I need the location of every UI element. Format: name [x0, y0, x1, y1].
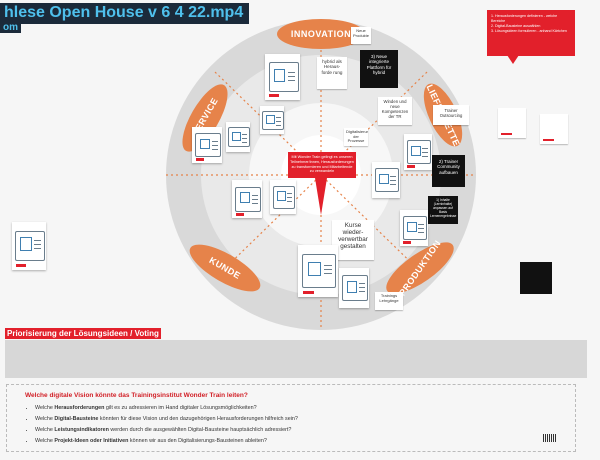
- note-trainer-outsourcing[interactable]: Trainer Outsourcing: [433, 105, 469, 125]
- note-hybrid-herausforderung[interactable]: hybrid als Heraus-forde rung: [317, 57, 347, 89]
- diagram-icon: [342, 275, 368, 302]
- tag-icon: [16, 264, 26, 268]
- diagram-icon: [195, 133, 221, 158]
- center-vision-note[interactable]: Mit Wonder Train gelingt es unseren Teil…: [288, 152, 356, 178]
- tag-icon: [302, 290, 314, 294]
- note-trainings[interactable]: Trainings Lehrgänge: [375, 292, 403, 310]
- card-thumbnail[interactable]: [372, 162, 400, 198]
- note-kurse[interactable]: Kurse wieder-verwertbar gestalten: [332, 220, 374, 260]
- brand-logo-icon: [543, 434, 557, 442]
- diagram-icon: [272, 186, 296, 209]
- note-trainer-community[interactable]: 2) Trainer Community aufbauen: [432, 155, 465, 187]
- diagram-icon: [15, 230, 45, 262]
- questions-box: Welche digitale Vision könnte das Traini…: [6, 384, 576, 452]
- tag-icon: [195, 157, 204, 161]
- section-banner: Priorisierung der Lösungsideen / Voting: [5, 328, 161, 339]
- question-item: Welche Herausforderungen gilt es zu adre…: [35, 403, 298, 414]
- questions-title: Welche digitale Vision könnte das Traini…: [25, 392, 248, 399]
- diagram-icon: [268, 62, 299, 92]
- diagram-icon: [228, 127, 250, 148]
- note-plattform-hybrid[interactable]: 3) Neue integrierte Plattform für hybrid: [360, 50, 398, 88]
- card-thumbnail[interactable]: [226, 122, 250, 152]
- note-inhalte[interactable]: 1) Inhalte (Lerninhalte) anpassen auf Ba…: [428, 196, 458, 224]
- tag-icon: [235, 212, 244, 216]
- card-thumbnail[interactable]: [232, 180, 262, 218]
- instruction-line: 1. Herausforderungen definieren - welche…: [491, 14, 558, 23]
- voting-area[interactable]: [5, 340, 587, 378]
- sector-innovation: INNOVATION: [290, 29, 352, 39]
- diagram-icon: [374, 168, 400, 193]
- note-neue-produkte[interactable]: Neue Produkte: [351, 27, 371, 44]
- tag-icon: [403, 240, 412, 244]
- card-thumbnail[interactable]: [192, 127, 222, 163]
- note-kompetenzen[interactable]: Winden und neue Kompetenzen der TR: [378, 97, 412, 125]
- note-empty[interactable]: [498, 108, 526, 138]
- video-title: hlese Open House v 6 4 22.mp4: [0, 3, 250, 24]
- instruction-line: 3. Lösungsideen formulieren - anhand Kär…: [491, 29, 567, 33]
- card-thumbnail[interactable]: [400, 210, 428, 246]
- tag-icon: [407, 164, 416, 168]
- card-thumbnail[interactable]: [339, 268, 369, 308]
- tag-icon: [269, 94, 279, 98]
- card-thumbnail[interactable]: [270, 180, 296, 214]
- questions-list: Welche Herausforderungen gilt es zu adre…: [25, 403, 298, 447]
- card-thumbnail[interactable]: [260, 106, 284, 134]
- diagram-icon: [302, 254, 336, 288]
- card-thumbnail[interactable]: [12, 222, 46, 270]
- note-empty[interactable]: [540, 114, 568, 144]
- diagram-icon: [235, 186, 261, 212]
- instructions-note[interactable]: 1. Herausforderungen definieren - welche…: [487, 10, 575, 64]
- question-item: Welche Projekt-Ideen oder Initiativen kö…: [35, 436, 298, 447]
- diagram-icon: [402, 216, 428, 241]
- card-thumbnail[interactable]: [298, 245, 338, 297]
- card-thumbnail[interactable]: [404, 134, 432, 170]
- diagram-icon: [406, 140, 432, 165]
- question-item: Welche Digital-Bausteine könnten für die…: [35, 414, 298, 425]
- card-thumbnail[interactable]: [265, 54, 300, 100]
- video-subtitle: om: [0, 22, 21, 33]
- note-empty-black[interactable]: [520, 262, 552, 294]
- diagram-icon: [262, 111, 284, 130]
- instruction-line: 2. Digital-Bausteine auswählen: [491, 24, 541, 28]
- note-digitalisierung[interactable]: Digitalisierung der Prozesse: [344, 128, 368, 146]
- question-item: Welche Leistungsindikatoren werden durch…: [35, 425, 298, 436]
